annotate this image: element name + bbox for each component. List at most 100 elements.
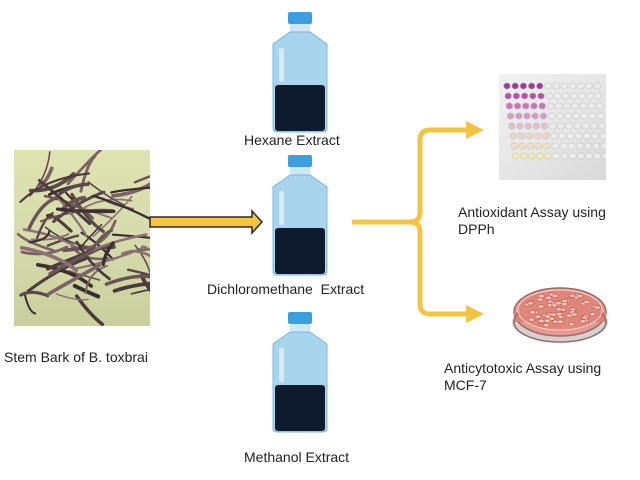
plate-well xyxy=(599,132,606,140)
plate-well xyxy=(597,112,605,120)
bark-strand xyxy=(126,268,150,277)
plate-well xyxy=(531,112,539,120)
plate-well xyxy=(545,92,553,100)
petri-cell xyxy=(544,314,552,319)
petri-cell xyxy=(593,305,601,310)
petri-cell xyxy=(543,318,551,323)
plate-well xyxy=(590,122,598,130)
bark-strand xyxy=(89,229,114,255)
plate-well xyxy=(528,152,536,160)
petri-cell xyxy=(537,318,545,324)
plate-well xyxy=(526,142,535,150)
stem-bark-image xyxy=(14,150,150,326)
petri-cell xyxy=(588,311,596,317)
plate-well xyxy=(503,82,511,90)
anticytotoxic-assay-label: Anticytotoxic Assay using MCF-7 xyxy=(444,360,602,393)
bark-strand xyxy=(30,233,70,241)
plate-well xyxy=(557,122,565,130)
bark-strand xyxy=(74,245,147,270)
plate-well xyxy=(561,92,570,100)
plate-well xyxy=(601,152,606,160)
plate-well xyxy=(530,102,538,110)
bark-strand xyxy=(58,198,88,237)
plate-well xyxy=(581,122,590,130)
plate-well xyxy=(523,112,531,120)
bark-strand xyxy=(112,281,150,293)
plate-well xyxy=(571,102,579,110)
plate-well xyxy=(572,112,580,120)
plate-well xyxy=(586,92,594,100)
bark-strand xyxy=(91,194,150,221)
plate-well xyxy=(550,132,558,140)
plate-well xyxy=(568,82,577,90)
petri-cell xyxy=(555,312,563,317)
plate-well xyxy=(535,142,543,150)
bark-strand xyxy=(104,274,150,286)
plate-well xyxy=(585,152,593,160)
plate-well xyxy=(594,92,603,100)
plate-well xyxy=(565,122,573,130)
plate-well xyxy=(573,122,582,130)
plate-well xyxy=(598,122,606,130)
petri-cell xyxy=(556,319,564,324)
plate-well xyxy=(563,102,571,110)
plate-well xyxy=(539,112,548,120)
plate-well xyxy=(570,92,578,100)
plate-well xyxy=(520,92,529,100)
plate-well xyxy=(509,132,517,140)
hexane-extract-label: Hexane Extract xyxy=(244,132,340,148)
bark-strand xyxy=(84,264,108,295)
petri-cell xyxy=(576,293,584,299)
plate-well xyxy=(560,152,569,160)
plate-well xyxy=(591,132,599,140)
petri-cell xyxy=(568,293,576,298)
plate-well xyxy=(510,142,518,150)
petri-cell xyxy=(527,301,535,306)
plate-well xyxy=(511,82,519,90)
bark-strand xyxy=(79,198,133,211)
bark-strand xyxy=(19,172,91,203)
bark-strand xyxy=(133,174,150,184)
bark-strand xyxy=(75,240,111,281)
bark-strand xyxy=(37,166,54,187)
plate-well xyxy=(516,122,524,130)
bark-strand xyxy=(23,291,37,315)
plate-well xyxy=(537,92,545,100)
plate-well xyxy=(587,102,596,110)
bark-strand xyxy=(28,230,51,244)
plate-well xyxy=(542,132,550,140)
plate-well xyxy=(532,122,541,130)
bark-strand xyxy=(90,233,148,253)
petri-cell xyxy=(537,304,545,309)
bark-strand xyxy=(55,207,116,214)
plate-well xyxy=(515,112,523,120)
bark-strand xyxy=(80,207,114,220)
bark-strand xyxy=(58,182,90,196)
bark-strand xyxy=(111,233,150,239)
plate-well xyxy=(569,152,577,160)
petri-cell xyxy=(528,317,536,322)
plate-well xyxy=(543,142,551,150)
bark-strand xyxy=(55,293,89,301)
plate-well xyxy=(574,132,583,140)
plate-well xyxy=(549,122,557,130)
plate-well xyxy=(585,82,593,90)
plate-well xyxy=(511,152,520,160)
plate-well xyxy=(560,82,569,90)
plate-well xyxy=(559,142,568,150)
bark-strand xyxy=(35,212,54,241)
methanol-bottle xyxy=(272,312,328,433)
plate-well xyxy=(553,92,562,100)
petri-cell xyxy=(551,293,559,299)
petri-cell xyxy=(529,310,537,315)
plate-well xyxy=(527,82,536,90)
plate-well xyxy=(580,112,589,120)
petri-cell xyxy=(545,295,553,301)
plate-well xyxy=(552,82,560,90)
plate-well xyxy=(504,92,512,100)
plate-well xyxy=(508,122,516,130)
bark-strand xyxy=(19,290,50,298)
plate-well xyxy=(579,102,587,110)
dichloromethane-bottle xyxy=(272,155,328,276)
